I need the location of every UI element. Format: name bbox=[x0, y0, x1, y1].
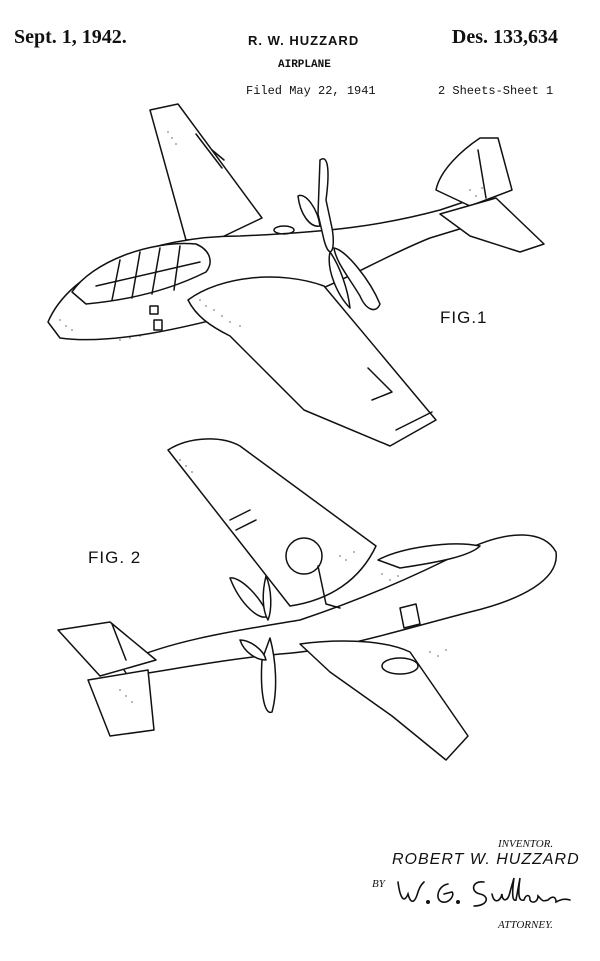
airplane-drawing-fig1 bbox=[47, 103, 545, 447]
fig2-radiator-scoop bbox=[285, 537, 323, 575]
fig2-fuselage bbox=[119, 534, 557, 677]
fig2-tail-fin bbox=[87, 669, 155, 737]
figure-2-label: FIG. 2 bbox=[88, 548, 142, 567]
inventor-heading: R. W. HUZZARD bbox=[248, 33, 360, 48]
fig2-upper-wing bbox=[167, 438, 377, 607]
fig1-right-wing bbox=[187, 276, 437, 447]
sheet-count: 2 Sheets-Sheet 1 bbox=[438, 84, 554, 98]
fig1-left-wing bbox=[149, 103, 263, 241]
figure-1-label: FIG.1 bbox=[440, 308, 488, 327]
airplane-drawing-fig2 bbox=[57, 438, 557, 761]
fig2-stabilizer bbox=[57, 621, 157, 677]
fig1-propeller bbox=[317, 158, 335, 253]
inventor-name: ROBERT W. HUZZARD bbox=[392, 851, 580, 868]
fig1-tail-fin bbox=[435, 137, 513, 207]
inventor-label: INVENTOR. bbox=[498, 838, 554, 850]
fig2-canopy bbox=[377, 543, 481, 569]
patent-title: AIRPLANE bbox=[278, 59, 331, 71]
attorney-signature bbox=[397, 877, 571, 907]
patent-number: Des. 133,634 bbox=[451, 26, 558, 48]
fig2-propeller bbox=[229, 577, 269, 618]
filed-date: Filed May 22, 1941 bbox=[246, 84, 376, 98]
by-label: BY bbox=[372, 878, 385, 890]
fig1-canopy bbox=[71, 242, 211, 305]
fig2-lower-wing bbox=[299, 640, 469, 761]
patent-date: Sept. 1, 1942. bbox=[14, 26, 127, 48]
fig1-stabilizer bbox=[439, 197, 545, 253]
attorney-label: ATTORNEY. bbox=[498, 919, 553, 931]
